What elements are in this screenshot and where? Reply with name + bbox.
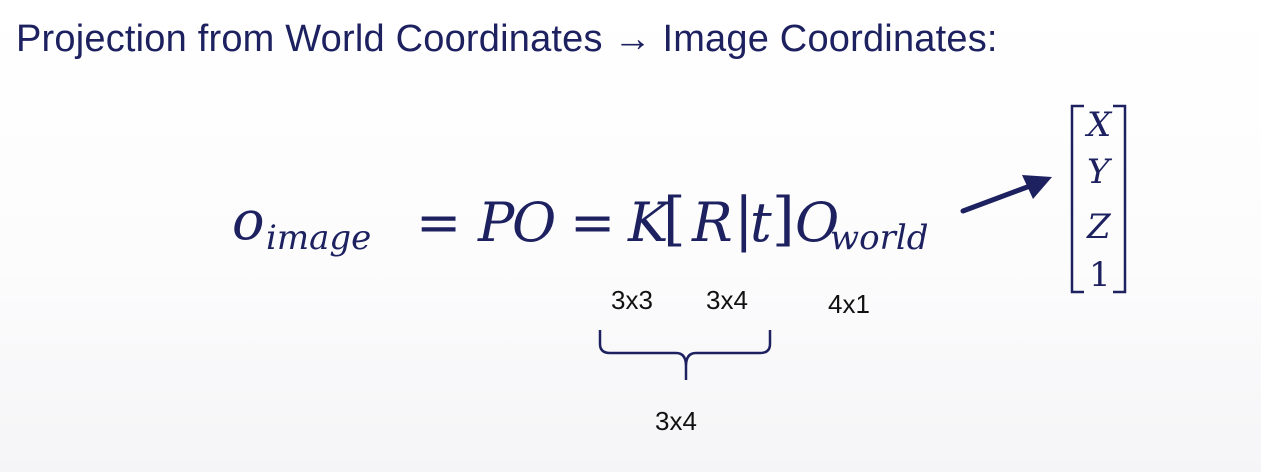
vector-right-bracket [1113, 104, 1127, 294]
pointer-arrow-icon [960, 175, 1052, 214]
vector-brackets [1070, 104, 1127, 294]
vector-entry-y: Y [1087, 152, 1110, 192]
equals-sign-1: = [416, 191, 462, 254]
vector-entry-one: 1 [1089, 255, 1111, 295]
vector-left-bracket [1070, 104, 1084, 294]
separator-bar: | [734, 185, 754, 253]
vector-entry-z: Z [1087, 207, 1111, 247]
vector-entry-x: X [1087, 105, 1112, 145]
slide-title: Projection from World Coordinates → Imag… [16, 18, 998, 61]
lhs-variable: o [232, 189, 265, 252]
object-point-o: O [512, 191, 557, 254]
rotation-r: R [692, 191, 733, 254]
intrinsic-matrix-k: K [628, 191, 669, 254]
title-suffix: Image Coordinates: [662, 18, 998, 60]
world-subscript: world [830, 218, 929, 258]
dimension-o-world: 4x1 [828, 289, 870, 319]
right-bracket: ] [772, 185, 795, 253]
title-arrow-icon: → [613, 18, 652, 60]
translation-t: t [750, 191, 772, 254]
equals-sign-2: = [570, 191, 616, 254]
world-point-o: O [795, 191, 840, 254]
projection-matrix-p: P [478, 191, 515, 254]
dimension-product: 3x4 [655, 406, 697, 436]
lhs-subscript: image [266, 218, 372, 258]
left-bracket: [ [663, 185, 686, 253]
dimension-rt: 3x4 [706, 285, 748, 315]
title-prefix: Projection from World Coordinates [16, 18, 603, 60]
dimension-k: 3x3 [611, 285, 653, 315]
product-underbrace [598, 330, 772, 380]
